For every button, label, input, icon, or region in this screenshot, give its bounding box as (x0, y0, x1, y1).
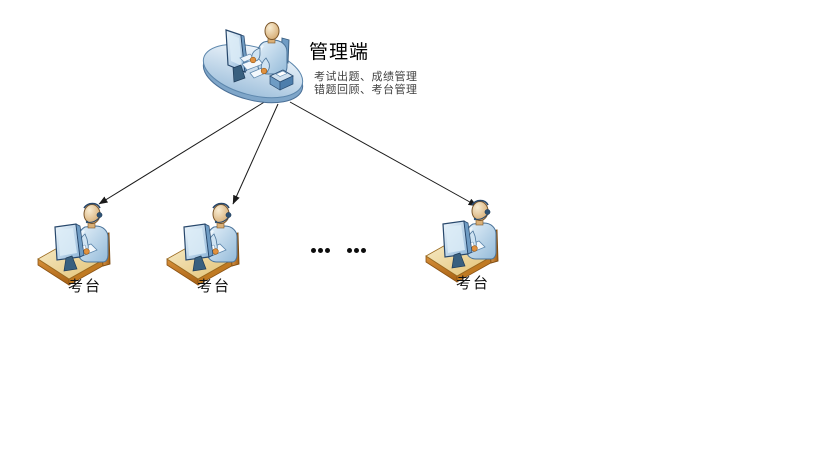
station-label: 考台 (67, 279, 102, 295)
management-node (196, 16, 316, 108)
management-description-line-1: 考试出题、成绩管理 (314, 71, 418, 83)
management-title: 管理端 (309, 42, 370, 63)
arrow-management-to-station-3 (289, 101, 478, 207)
arrow-management-to-station-2 (232, 103, 279, 205)
ellipsis-dots (311, 248, 366, 253)
management-description-line-2: 错题回顾、考台管理 (314, 84, 418, 96)
management-description: 考试出题、成绩管理 错题回顾、考台管理 (314, 71, 418, 97)
person-at-management-desk-icon (202, 22, 304, 104)
station-node-2: 考台 (162, 196, 266, 300)
arrow-management-to-station-1 (98, 100, 267, 205)
station-label: 考台 (455, 276, 490, 292)
station-node-1: 考台 (33, 196, 137, 300)
station-node-3: 考台 (421, 193, 525, 297)
station-label: 考台 (196, 279, 231, 295)
